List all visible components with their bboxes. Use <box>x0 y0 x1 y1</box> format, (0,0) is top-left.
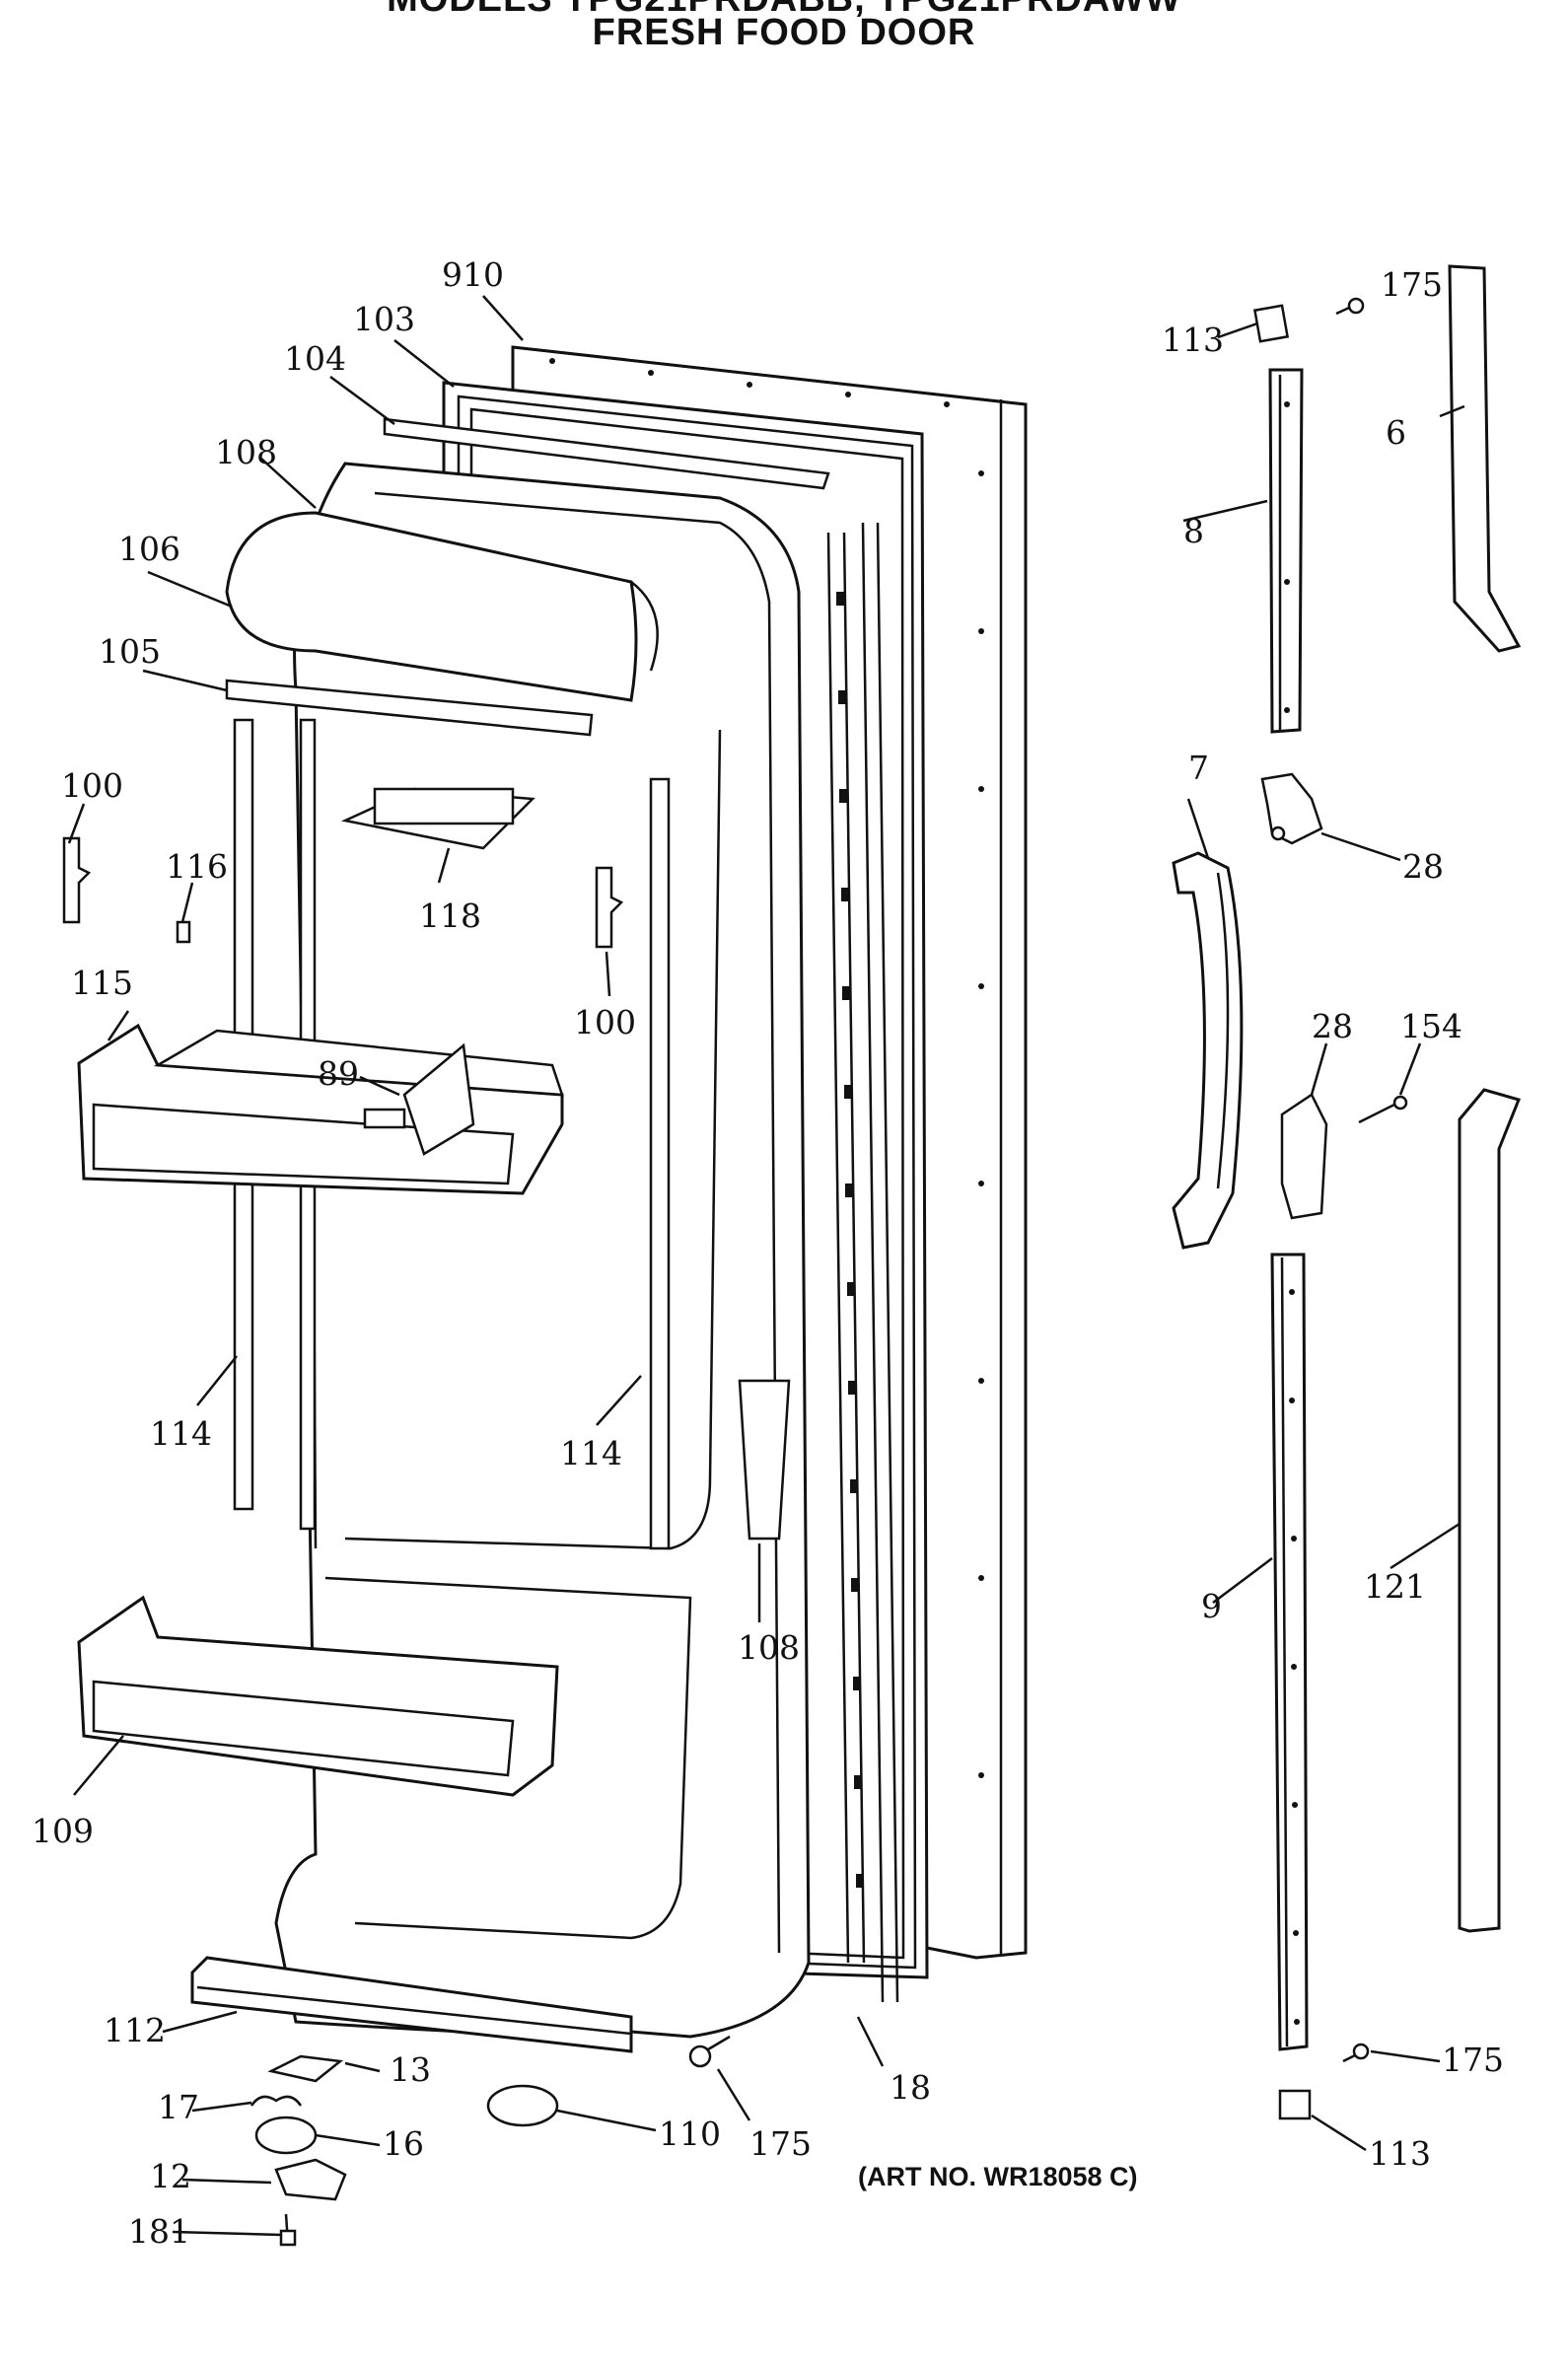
callout-leaders <box>67 295 1465 2237</box>
callout-28-upper: 28 <box>1402 847 1444 886</box>
callout-100-left: 100 <box>61 766 123 805</box>
callout-154: 154 <box>1400 1007 1462 1045</box>
handle-mount-rail-upper <box>1268 368 1304 734</box>
screw-top <box>1335 297 1365 316</box>
callout-7: 7 <box>1188 749 1209 787</box>
retainer-clip-right <box>595 866 624 949</box>
callout-108-lower: 108 <box>738 1628 800 1667</box>
callout-115: 115 <box>71 964 133 1002</box>
door-bin-lower <box>77 1595 559 1797</box>
callout-114-left: 114 <box>150 1414 212 1453</box>
end-cap-bottom <box>1278 2089 1312 2120</box>
callout-12: 12 <box>150 2157 191 2195</box>
callout-113-bottom: 113 <box>1369 2134 1431 2173</box>
callout-112: 112 <box>104 2011 166 2049</box>
art-number: (ART NO. WR18058 C) <box>858 2162 1138 2191</box>
callout-110: 110 <box>659 2115 721 2153</box>
door-bin-upper <box>77 1023 564 1195</box>
callout-113-top: 113 <box>1162 321 1224 359</box>
callout-89: 89 <box>318 1054 359 1093</box>
butter-compartment <box>340 787 535 850</box>
small-clip <box>176 920 191 944</box>
callout-9: 9 <box>1201 1587 1222 1625</box>
retainer-clip-left <box>62 836 92 924</box>
callout-16: 16 <box>383 2124 424 2163</box>
callout-910: 910 <box>442 255 504 294</box>
callout-28-lower: 28 <box>1312 1007 1353 1045</box>
dairy-trim <box>225 679 594 737</box>
end-cap-top <box>1252 304 1290 343</box>
door-handle <box>1172 851 1244 1250</box>
callout-106: 106 <box>118 530 180 568</box>
callout-8: 8 <box>1183 512 1204 550</box>
hinge-parts <box>249 2035 731 2247</box>
handle-trim-lower <box>1458 1088 1522 1933</box>
callout-100-right: 100 <box>574 1003 636 1041</box>
diagram-title-line2: FRESH FOOD DOOR <box>592 12 976 53</box>
callout-103: 103 <box>353 300 415 338</box>
callout-108-top: 108 <box>215 433 277 471</box>
bin-divider <box>402 1042 475 1156</box>
callout-118: 118 <box>419 897 481 935</box>
callout-104: 104 <box>284 339 346 378</box>
dairy-compartment-door <box>225 511 659 702</box>
top-strip <box>383 417 830 490</box>
callout-109: 109 <box>32 1812 94 1850</box>
callout-175-top: 175 <box>1381 265 1443 304</box>
callout-114-right: 114 <box>560 1434 622 1472</box>
callout-labels: 910 103 104 108 106 105 100 116 118 100 … <box>32 255 1504 2251</box>
callout-18: 18 <box>890 2068 931 2107</box>
bottom-trim <box>190 1956 633 2053</box>
callout-175-bottom-left: 175 <box>749 2124 812 2163</box>
callout-181: 181 <box>128 2212 190 2251</box>
callout-121: 121 <box>1364 1567 1426 1606</box>
handle-bracket-upper <box>1260 772 1323 845</box>
callout-13: 13 <box>390 2050 431 2089</box>
liner-strip <box>738 1379 791 1541</box>
handle-bracket-lower <box>1280 1093 1328 1220</box>
handle-screw <box>1358 1095 1408 1124</box>
handle-mount-rail-lower <box>1270 1253 1309 2051</box>
callout-116: 116 <box>166 847 228 886</box>
handle-trim-upper <box>1448 264 1522 653</box>
callout-175-bottom-right: 175 <box>1442 2041 1504 2079</box>
callout-105: 105 <box>99 632 161 671</box>
screw-bottom <box>1342 2043 1370 2063</box>
callout-17: 17 <box>158 2088 199 2126</box>
callout-6: 6 <box>1386 413 1406 452</box>
diagram-title-line1: MODELS TPG21PRDABB, TPG21PRDAWW <box>0 0 1568 21</box>
